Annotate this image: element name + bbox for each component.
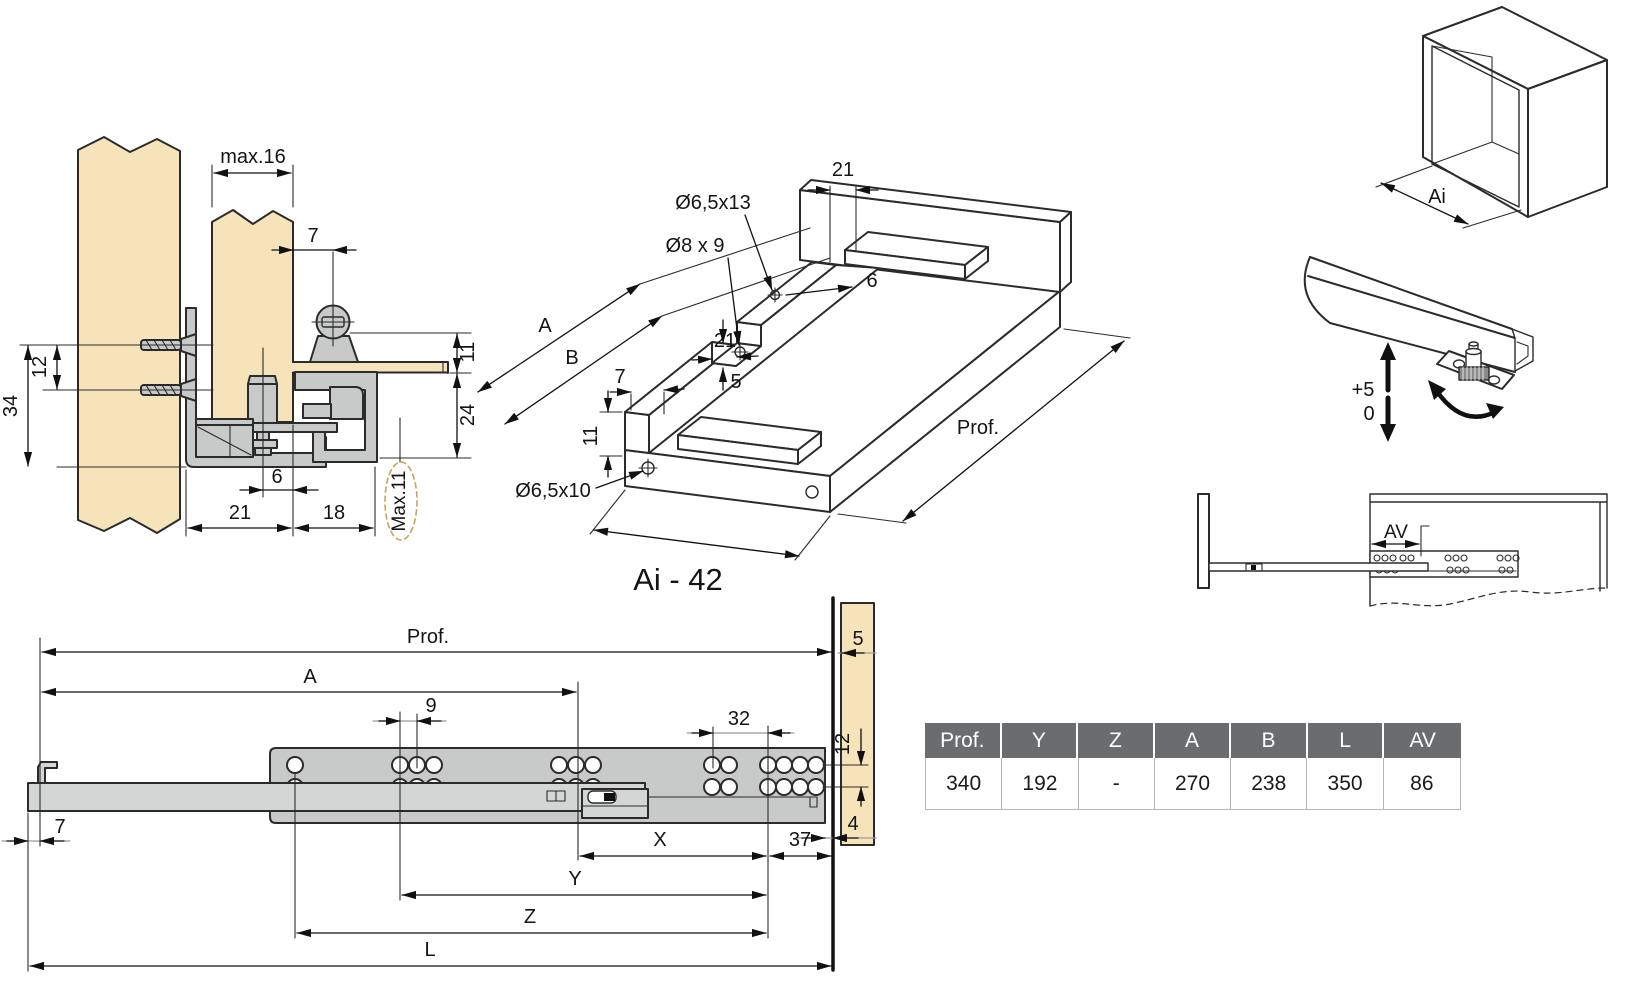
table-header-z: Z (1078, 723, 1155, 758)
drawer-side-panel (212, 210, 293, 422)
dim-7: 7 (307, 225, 318, 247)
drawer-bottom-rail (1208, 562, 1429, 572)
dim-11: 11 (457, 342, 479, 363)
dim-A-side: A (303, 666, 317, 688)
table-value-b: 238 (1231, 758, 1308, 809)
dim-5-side: 5 (852, 628, 863, 650)
dim-ai-42: Ai - 42 (633, 562, 723, 597)
table-value-av: 86 (1383, 758, 1460, 809)
slide-side-view: Prof. A 9 32 5 12 4 7 X 37 Y Z L (1, 596, 877, 972)
dim-prof-iso: Prof. (957, 417, 999, 439)
drawer-isometric-view: A B 21 Ø6,5x13 Ø8 x 9 6 21 7 5 11 Ø6,5x1… (477, 159, 1131, 597)
front-rail (1307, 256, 1516, 373)
dim-6-iso: 6 (866, 270, 877, 292)
label-hole-6-5x10: Ø6,5x10 (515, 480, 591, 502)
cabinet-side-panel (77, 136, 181, 534)
table-value-y: 192 (1002, 758, 1079, 809)
dim-12: 12 (29, 356, 51, 378)
dim-21: 21 (229, 502, 251, 524)
table-value-z: - (1078, 758, 1155, 809)
dim-Z: Z (524, 906, 536, 928)
cabinet-isometric-view: Ai (1375, 6, 1608, 229)
dim-12-side: 12 (832, 733, 854, 755)
dim-ai: Ai (1428, 186, 1446, 208)
dim-11-iso: 11 (580, 426, 602, 447)
dim-37: 37 (789, 829, 811, 851)
dim-av: AV (1384, 522, 1408, 543)
drawer-rail-bar (27, 782, 646, 812)
dim-L: L (424, 939, 435, 961)
drawer-front-panel (1197, 493, 1210, 589)
table-header-a: A (1154, 723, 1232, 758)
dim-B: B (565, 347, 578, 369)
table-header-y: Y (1001, 723, 1079, 758)
dim-7-side: 7 (54, 816, 65, 838)
table-header-prof: Prof. (925, 723, 1002, 758)
drill-hole (805, 485, 819, 499)
table-header-av: AV (1384, 723, 1461, 758)
drawer-left-rail (624, 411, 650, 454)
spec-table-header: Prof. Y Z A B L AV (925, 723, 1461, 758)
table-header-l: L (1307, 723, 1385, 758)
dim-21-top: 21 (832, 159, 854, 181)
drill-hole (638, 458, 658, 478)
dim-prof-side: Prof. (407, 626, 449, 648)
max11-highlight-ellipse (384, 461, 418, 541)
front-bracket (309, 335, 359, 363)
drill-hole (767, 287, 783, 303)
front-panel-wood (840, 602, 875, 846)
mounted-side-view: AV (1197, 493, 1608, 607)
rotate-adjust-arrow (1428, 380, 1504, 419)
table-value-l: 350 (1307, 758, 1384, 809)
dim-7-iso: 7 (614, 366, 625, 388)
rail-hole-row-upper (286, 756, 825, 774)
dim-34: 34 (0, 395, 22, 417)
dim-Y: Y (568, 868, 581, 890)
dim-21-mid: 21 (714, 330, 736, 352)
label-plus5: +5 (1352, 379, 1375, 401)
dim-max11: Max.11 (389, 471, 410, 532)
spec-table: Prof. Y Z A B L AV 340 192 - 270 238 350… (925, 723, 1461, 810)
dim-32: 32 (728, 708, 750, 730)
dim-24: 24 (457, 404, 479, 426)
label-hole-6-5x13: Ø6,5x13 (675, 192, 751, 214)
dim-max16: max.16 (220, 146, 286, 168)
label-zero: 0 (1363, 403, 1374, 425)
vertical-adjust-arrow (1380, 342, 1396, 442)
bracket-adjust-view: +5 0 (1303, 256, 1534, 442)
table-value-prof: 340 (926, 758, 1003, 809)
dim-4: 4 (847, 813, 858, 835)
dim-X: X (653, 829, 666, 851)
drawer-rail-hook (37, 761, 58, 784)
drawer-bottom-panel (284, 363, 448, 372)
cross-section-view: max.16 7 12 34 11 24 6 21 18 Max.11 (0, 136, 479, 541)
dim-A: A (538, 315, 552, 337)
dim-5-iso: 5 (730, 371, 741, 393)
spec-table-row: 340 192 - 270 238 350 86 (925, 758, 1461, 810)
cabinet-break-line (1369, 587, 1608, 607)
table-header-b: B (1231, 723, 1308, 758)
dim-6: 6 (271, 466, 282, 488)
dim-9: 9 (425, 695, 436, 717)
table-value-a: 270 (1154, 758, 1232, 809)
label-hole-8x9: Ø8 x 9 (666, 235, 725, 257)
dim-18: 18 (323, 502, 345, 524)
adjust-pin (1458, 341, 1490, 381)
